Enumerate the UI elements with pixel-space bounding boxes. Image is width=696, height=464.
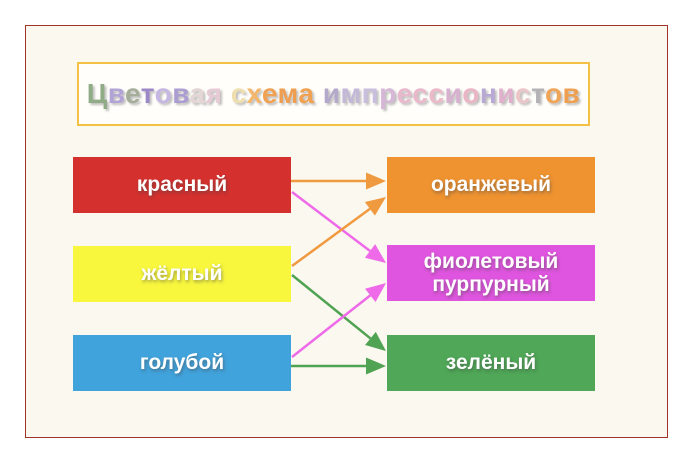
color-box-blue: голубой — [73, 335, 291, 391]
color-box-label: красный — [136, 173, 228, 197]
title-letter: п — [361, 78, 380, 109]
title-letter: е — [261, 78, 278, 109]
title-letter: в — [562, 78, 581, 109]
title-letter: и — [444, 78, 463, 109]
title-letter: н — [479, 78, 498, 109]
title-letter: и — [322, 78, 341, 109]
title-letter: с — [515, 78, 532, 109]
title-letter — [314, 78, 322, 109]
color-box-label: зелёный — [445, 351, 537, 375]
title-letter: с — [230, 78, 247, 109]
color-box-label: голубой — [139, 351, 225, 375]
title-letter — [222, 78, 230, 109]
color-box-red: красный — [73, 157, 291, 213]
title-letter: т — [140, 78, 155, 109]
title-letter: м — [277, 78, 299, 109]
title-letter: и — [497, 78, 516, 109]
title-letter: о — [462, 78, 480, 109]
title-letter: е — [396, 78, 413, 109]
title-letter: с — [412, 78, 429, 109]
color-box-label: оранжевый — [430, 173, 552, 197]
title-letter: т — [531, 78, 545, 109]
title-letter: о — [544, 78, 563, 109]
title-letter: р — [379, 78, 397, 109]
title-letter: х — [246, 78, 262, 109]
title-letter: с — [428, 78, 445, 109]
title-letter: в — [107, 78, 126, 109]
page-title: Цветовая схема импрессионистов — [87, 78, 581, 110]
title-letter: о — [154, 78, 173, 109]
title-letter: а — [189, 78, 206, 109]
title-letter: в — [172, 78, 190, 109]
color-box-label: жёлтый — [141, 262, 223, 286]
title-letter: Ц — [86, 78, 108, 109]
title-box: Цветовая схема импрессионистов — [77, 62, 590, 126]
title-letter: м — [340, 78, 362, 109]
color-box-label: пурпурный — [432, 273, 550, 296]
title-letter: е — [125, 78, 141, 109]
color-box-green: зелёный — [387, 335, 595, 391]
title-letter: я — [205, 78, 223, 109]
color-box-label: фиолетовый — [423, 249, 559, 273]
title-letter: а — [298, 78, 315, 109]
color-box-orange: оранжевый — [387, 157, 595, 213]
color-box-yellow: жёлтый — [73, 246, 291, 302]
